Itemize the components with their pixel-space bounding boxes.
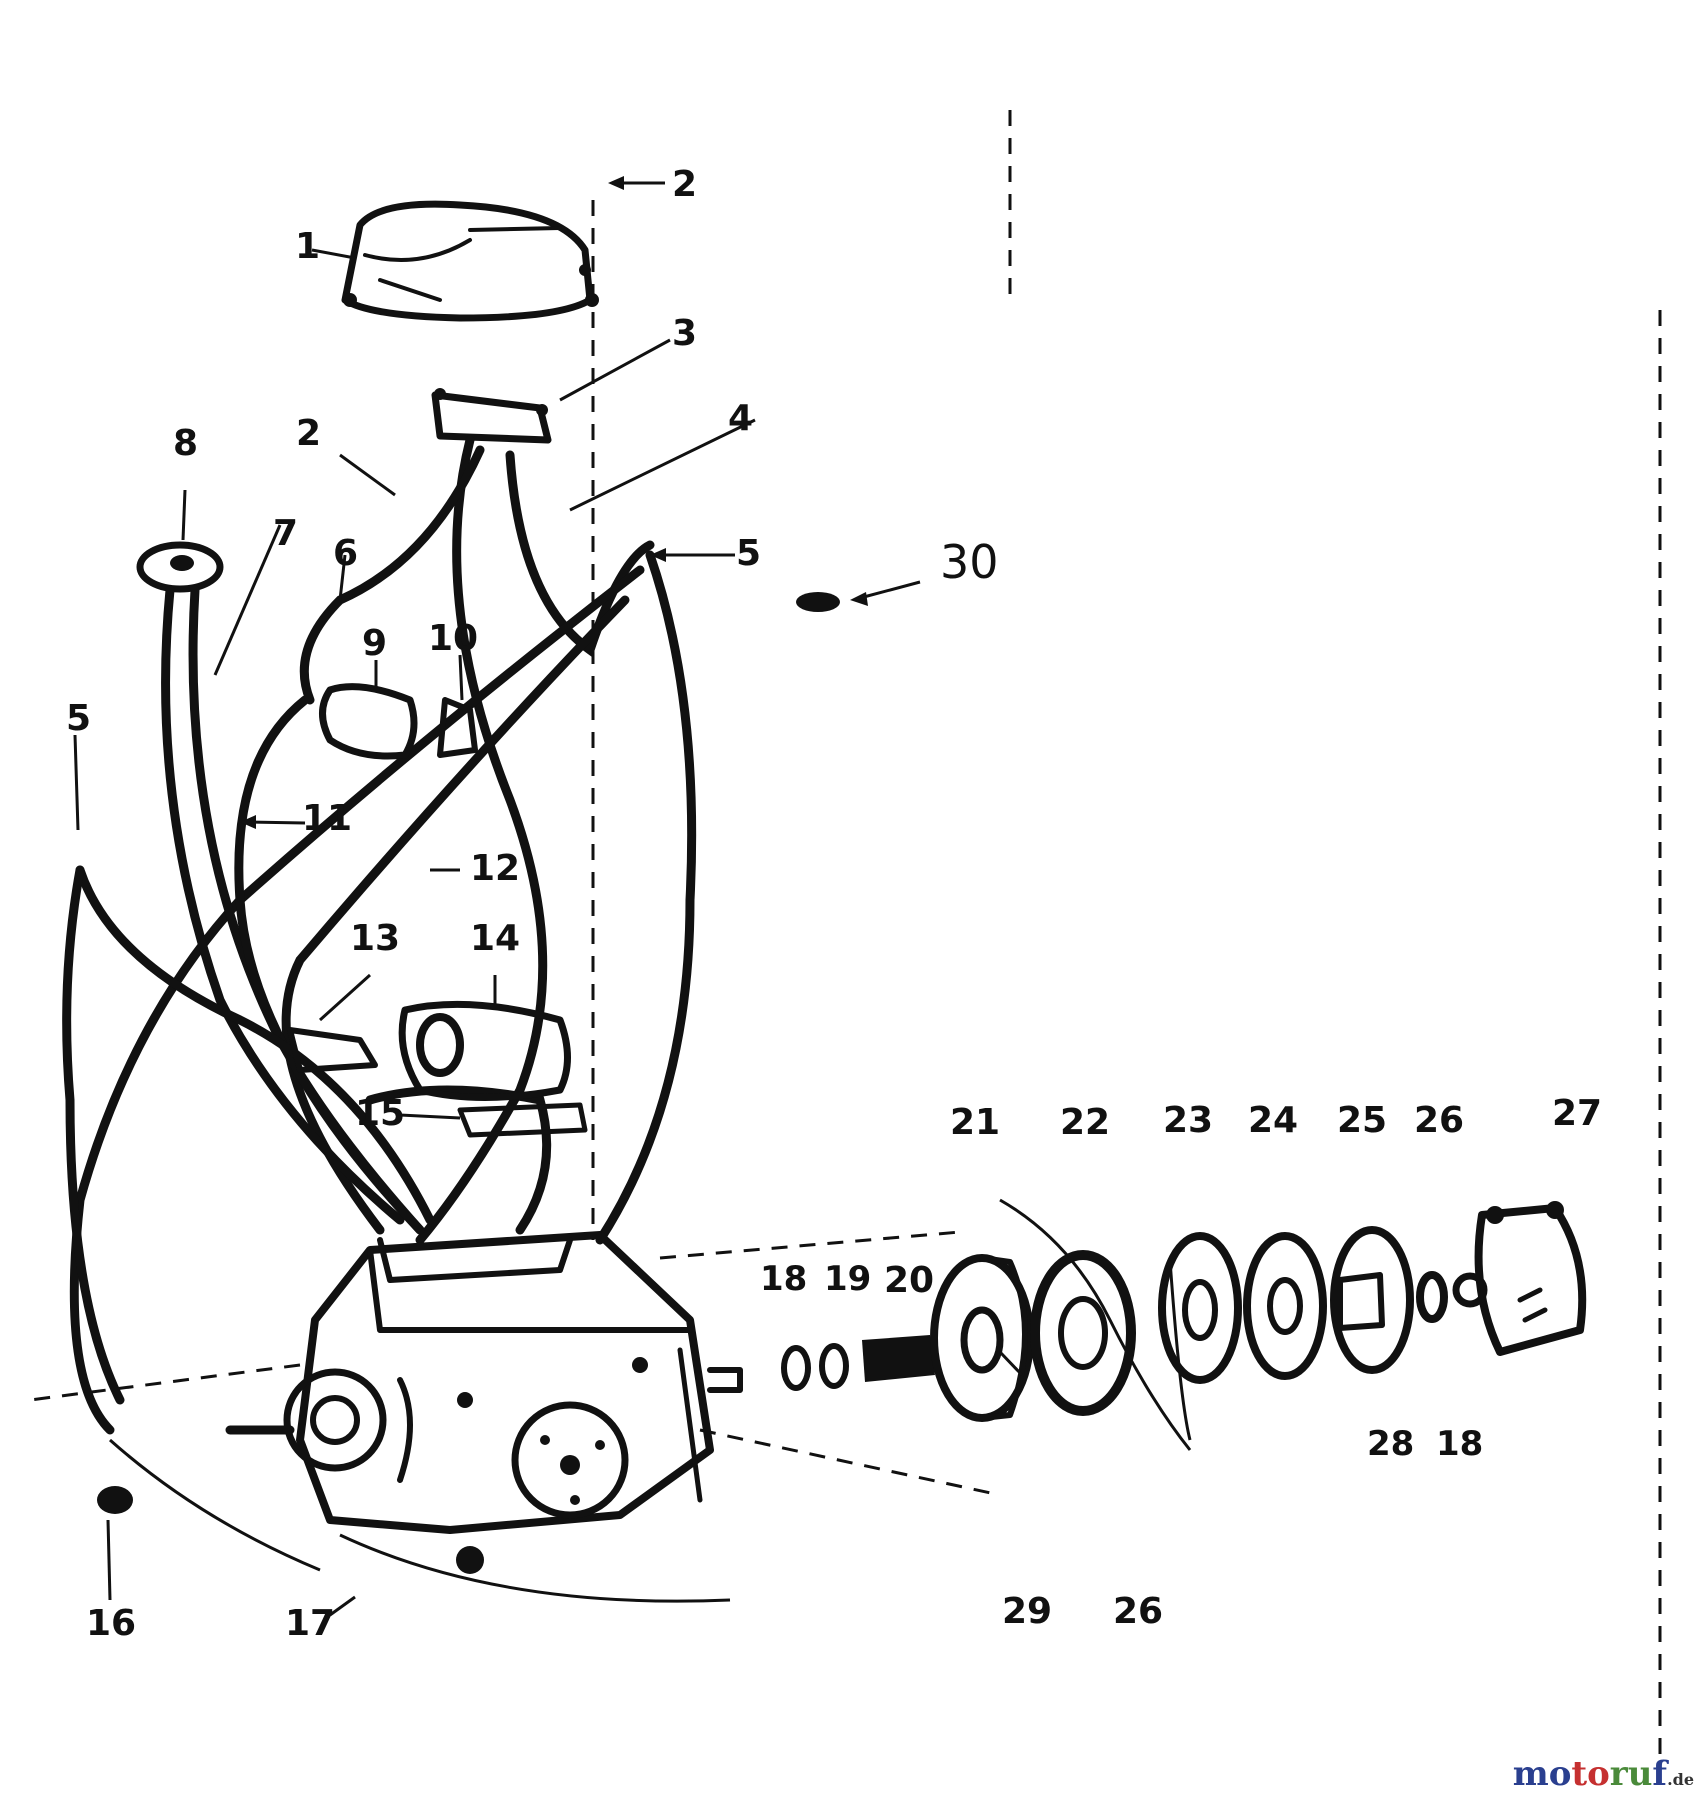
watermark-part-3: ru [1609,1754,1653,1794]
callout-2-top: 2 [672,164,697,205]
callout-labels: 1 2 2 3 4 5 5 6 7 8 9 10 11 12 13 14 15 … [66,164,1602,1644]
callout-9: 9 [362,623,387,664]
callout-4: 4 [728,398,753,439]
watermark-logo: motoruf.de [1513,1754,1694,1794]
callout-24: 24 [1248,1100,1298,1141]
part-16-nut [97,1486,133,1514]
callout-13: 13 [350,918,400,959]
part-relay [398,1000,571,1101]
part-connector [287,1027,378,1073]
callout-10: 10 [428,618,478,659]
watermark-suffix: .de [1667,1770,1694,1789]
callout-17: 17 [285,1603,335,1644]
callout-26-bottom: 26 [1113,1591,1163,1632]
part-cover [341,200,599,322]
callout-1: 1 [295,226,320,267]
callout-27: 27 [1552,1093,1602,1134]
callout-2: 2 [296,413,321,454]
callout-11: 11 [302,798,352,839]
left-dashed-line [29,1363,301,1402]
callout-16: 16 [86,1603,136,1644]
shaft-dashed-line [659,1230,961,1260]
callout-5-right: 5 [736,533,761,574]
callout-30: 30 [940,535,999,589]
leader-lines [73,176,1024,1617]
callout-23: 23 [1163,1100,1213,1141]
callout-22: 22 [1060,1102,1110,1143]
watermark-part-2: to [1571,1754,1610,1794]
callout-28: 28 [1367,1424,1414,1464]
callout-8: 8 [173,423,198,464]
callout-3: 3 [672,313,697,354]
motor-housing [225,1231,743,1574]
callout-14: 14 [470,918,520,959]
part-grommet [136,541,224,593]
part-bracket [457,1102,588,1138]
callout-18-right: 18 [1436,1424,1483,1464]
part-capacitor [319,683,418,760]
part-30-washer [796,592,840,612]
callout-7: 7 [273,513,298,554]
callout-25: 25 [1337,1100,1387,1141]
part-end-cap [1452,1201,1587,1356]
callout-21: 21 [950,1102,1000,1143]
callout-26-top: 26 [1414,1100,1464,1141]
wiring-harness [62,435,1192,1603]
callout-18: 18 [760,1259,807,1299]
watermark-part-1: mo [1512,1754,1572,1794]
callout-6: 6 [333,533,358,574]
part-clip [437,697,478,758]
watermark-part-4: f [1652,1754,1668,1794]
callout-15: 15 [355,1093,405,1134]
parts-18-19-20 [781,1335,935,1391]
clutch-disc-stack [930,1226,1448,1422]
callout-5-left: 5 [66,698,91,739]
part-gasket [431,388,552,444]
callout-20: 20 [884,1260,934,1301]
callout-29: 29 [1002,1591,1052,1632]
callout-12: 12 [470,848,520,889]
callout-19: 19 [824,1259,871,1299]
lower-dashed-line [699,1428,1001,1497]
